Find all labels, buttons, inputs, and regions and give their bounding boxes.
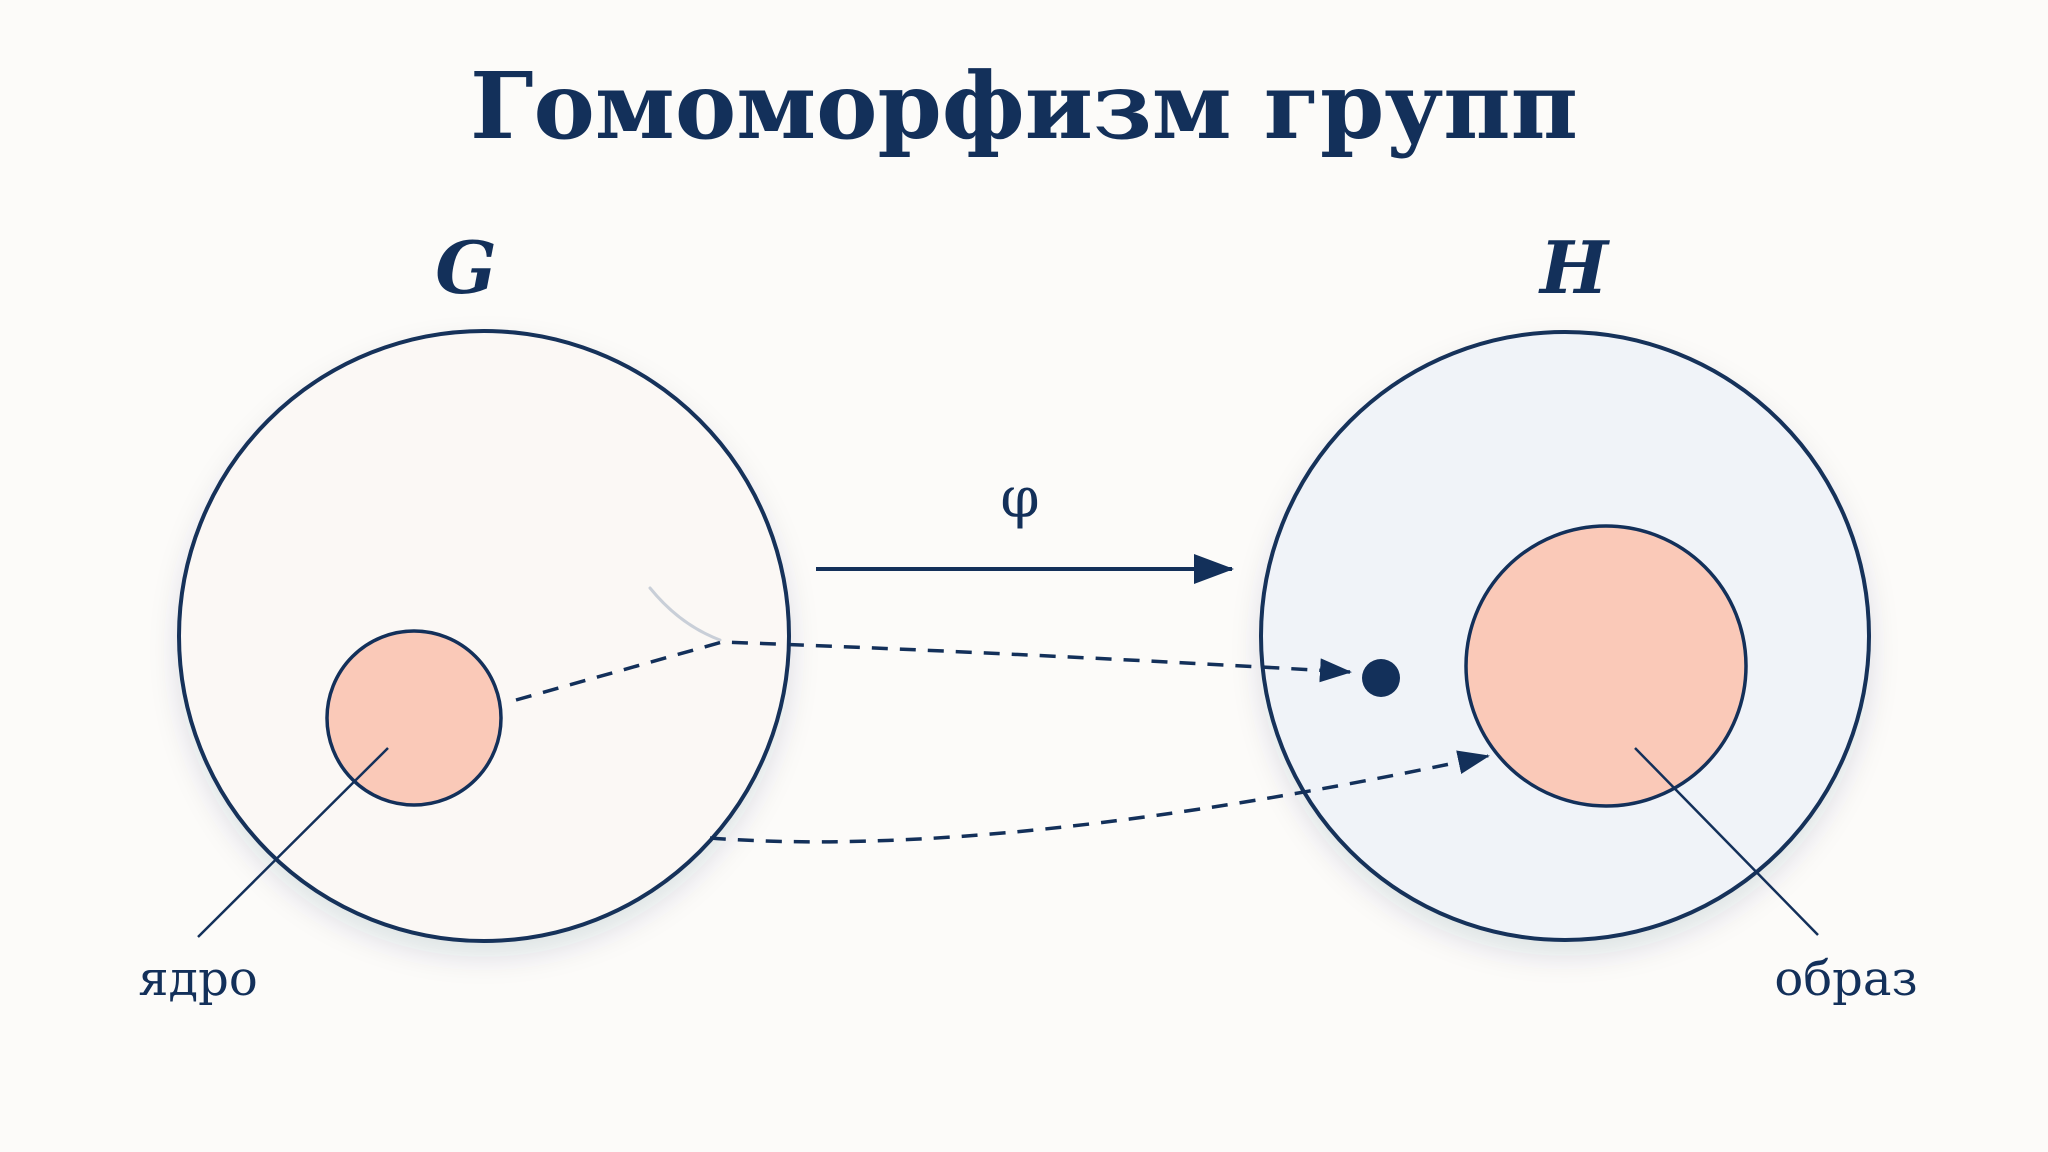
- page-title: Гомоморфизм групп: [470, 52, 1578, 160]
- kernel-subset: [325, 629, 503, 807]
- kernel-callout-line: [197, 747, 389, 938]
- group-to-image-dashed-arrow: [709, 750, 1490, 844]
- group-g-circle: [177, 329, 791, 943]
- image-subset: [1464, 524, 1748, 808]
- phi-label: φ: [1000, 466, 1039, 531]
- image-callout-line: [1634, 747, 1819, 936]
- image-label: образ: [1774, 951, 1917, 1007]
- identity-element-dot: [1362, 659, 1400, 697]
- faint-connector-stroke: [648, 586, 722, 642]
- kernel-label: ядро: [138, 951, 257, 1007]
- kernel-to-identity-dashed-arrow: [515, 640, 1352, 702]
- group-g-label: G: [435, 225, 497, 310]
- group-h-label: H: [1538, 225, 1610, 310]
